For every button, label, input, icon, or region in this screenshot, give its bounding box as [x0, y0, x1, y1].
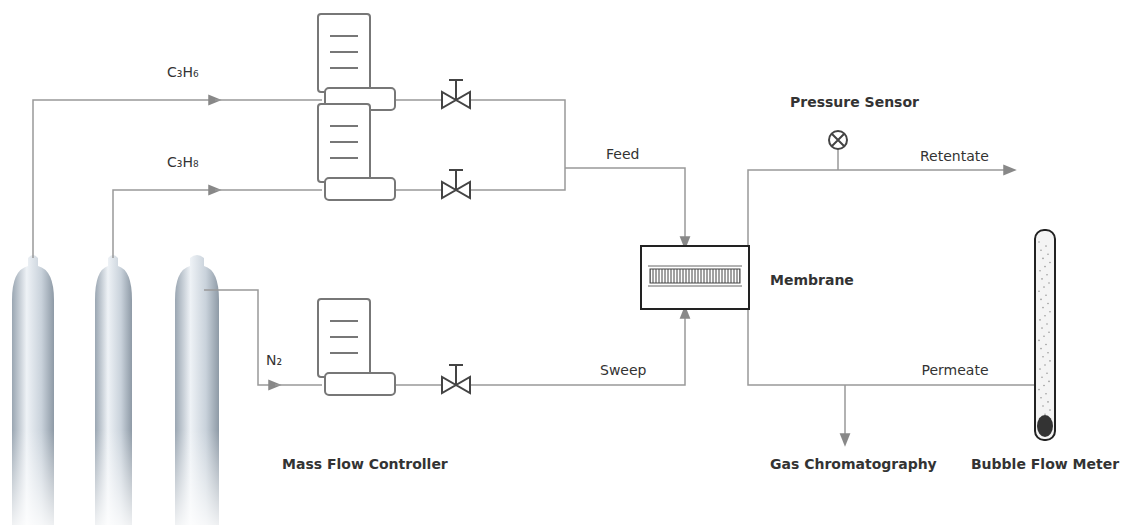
flow-label: Sweep — [600, 362, 646, 378]
flow-label: Gas Chromatography — [770, 456, 937, 472]
flow-label: C₃H₆ — [167, 64, 199, 80]
permeate-line — [748, 310, 1035, 385]
flow-label: Pressure Sensor — [790, 94, 919, 110]
flow-label: C₃H₈ — [167, 154, 199, 170]
node-label: Bubble Flow Meter — [971, 456, 1119, 472]
flow-label: N₂ — [266, 352, 282, 368]
membrane-module: Membrane — [640, 245, 750, 310]
node-label: Membrane — [770, 272, 854, 288]
bubble-flow-meter: Bubble Flow Meter — [1031, 228, 1059, 442]
node-outline — [1031, 228, 1059, 442]
flow-label: Mass Flow Controller — [282, 456, 448, 472]
edge-label: Permeate — [922, 362, 989, 378]
node-outline — [640, 245, 750, 310]
flow-label: Retentate — [920, 148, 989, 164]
pressure-sensor-symbol — [829, 131, 847, 149]
mass-flow-controller — [318, 14, 395, 395]
valve-symbol — [442, 80, 470, 393]
gas-cylinder — [0, 255, 230, 525]
flow-label: Feed — [606, 146, 639, 162]
gas-line — [33, 100, 1010, 440]
